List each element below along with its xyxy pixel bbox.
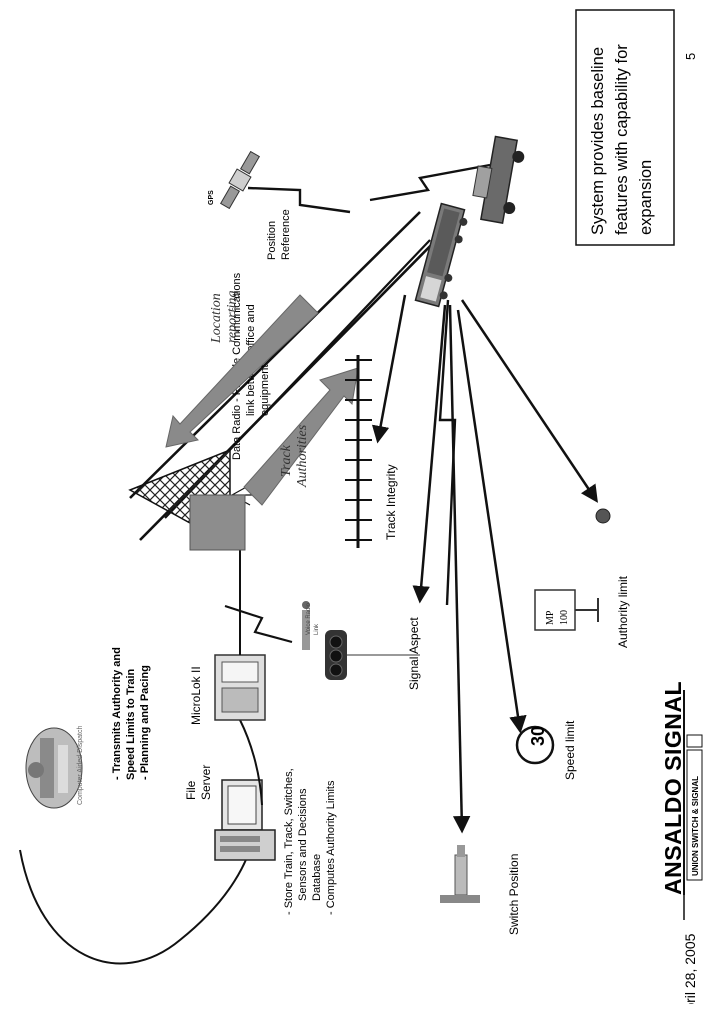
page-number: 5 xyxy=(683,53,698,60)
data-radio-note-3: equipment xyxy=(259,365,271,416)
milepost-label: MP 100 xyxy=(545,610,570,625)
speed-limit-value: 30 xyxy=(528,726,548,746)
hi-rail-truck-icon xyxy=(472,135,525,224)
speed-limit-label: Speed limit xyxy=(563,720,577,780)
file-server-icon xyxy=(214,779,276,861)
server-cable xyxy=(239,719,263,806)
equipment-shelter xyxy=(189,494,246,551)
microlok-label: MicroLok II xyxy=(189,666,203,725)
logo-sub-box xyxy=(686,749,703,881)
authority-limit-label: Authority limit xyxy=(616,575,630,648)
transmit-note-2: Speed Limits to Train xyxy=(125,668,137,780)
transmit-notes: - Transmits Authority and Speed Limits t… xyxy=(111,647,151,780)
dispatch-cable xyxy=(19,829,256,965)
voice-radio-label: Voice Radio Link xyxy=(306,602,320,635)
computer-aided-dispatch-label: Computer Aided Dispatch xyxy=(77,726,84,805)
gps-label: GPS xyxy=(208,190,215,205)
radio-link-upper xyxy=(129,211,421,499)
arrow-to-switch-position xyxy=(448,304,471,834)
callout-line-2: features with capability for xyxy=(613,44,631,235)
store-note-4: - Computes Authority Limits xyxy=(325,780,337,915)
gps-bolt xyxy=(247,186,351,214)
arrow-to-speed-limit xyxy=(456,309,527,734)
track-authorities-arrow xyxy=(243,367,359,506)
ground-bolt xyxy=(438,299,457,606)
authority-beacon-icon xyxy=(595,508,611,524)
arrow-to-authority-limit xyxy=(460,299,598,503)
voice-radio-label-2: Link xyxy=(314,623,320,635)
callout-box xyxy=(575,9,675,246)
arrow-to-track-integrity xyxy=(371,294,407,444)
switch-stand-icon xyxy=(440,845,480,903)
ansaldo-signal-logo: ANSALDO SIGNAL UNION SWITCH & SIGNAL xyxy=(660,681,703,920)
store-note-2: Sensors and Decisions xyxy=(297,788,309,901)
dispatch-center xyxy=(25,727,83,809)
track-authorities-label-2: Authorities xyxy=(295,424,310,488)
logo-sub: UNION SWITCH & SIGNAL xyxy=(691,776,700,876)
train-bolt xyxy=(369,163,491,202)
transmit-note-1: - Transmits Authority and xyxy=(111,647,123,780)
voice-radio-bolt xyxy=(224,604,293,644)
location-reporting-label: Location reporting xyxy=(209,291,240,344)
file-server-label-2: Server xyxy=(199,765,213,800)
file-server-label-1: File xyxy=(184,780,198,800)
location-reporting-arrow xyxy=(165,294,319,448)
voice-radio-label-1: Voice Radio xyxy=(306,602,312,635)
locomotive-icon xyxy=(414,202,468,308)
position-reference-label-1: Position xyxy=(266,221,278,260)
microlok-unit-icon xyxy=(214,654,266,721)
gps-satellite-icon xyxy=(219,150,261,210)
store-notes: - Store Train, Track, Switches, Sensors … xyxy=(283,768,337,915)
store-note-1: - Store Train, Track, Switches, xyxy=(283,768,295,915)
signal-head-icon xyxy=(325,630,420,680)
track-authorities-label-1: Track xyxy=(279,444,294,477)
milepost-label-2: 100 xyxy=(559,610,570,625)
milepost-label-1: MP xyxy=(545,610,556,625)
slide-date: April 28, 2005 xyxy=(682,933,698,1004)
callout-line-1: System provides baseline xyxy=(589,47,607,235)
callout-line-3: expansion xyxy=(637,160,655,235)
location-reporting-label-2: reporting xyxy=(225,291,240,343)
arrow-to-signal-aspect xyxy=(412,304,447,604)
store-note-3: Database xyxy=(311,854,323,901)
callout-text: System provides baseline features with c… xyxy=(589,44,655,235)
position-reference-label-2: Reference xyxy=(280,209,292,260)
transmit-note-3: - Planning and Pacing xyxy=(139,665,151,780)
milepost-sign-icon xyxy=(534,589,599,631)
location-reporting-label-1: Location xyxy=(209,293,224,344)
radio-tower xyxy=(128,448,255,551)
switch-position-label: Switch Position xyxy=(507,854,521,935)
file-server-label: File Server xyxy=(184,765,213,800)
train-to-wayside-arrows xyxy=(371,294,598,834)
logo-name: ANSALDO SIGNAL xyxy=(660,681,686,895)
voice-radio-icon xyxy=(302,601,310,650)
logo-mark-icon xyxy=(686,734,703,748)
track-integrity-icon xyxy=(345,355,372,548)
speed-limit-sign xyxy=(515,725,555,765)
signal-aspect-label: Signal Aspect xyxy=(407,617,421,690)
track-authorities-label: Track Authorities xyxy=(279,424,310,488)
position-reference-label: Position Reference xyxy=(266,209,292,260)
track-integrity-label: Track Integrity xyxy=(384,464,398,540)
